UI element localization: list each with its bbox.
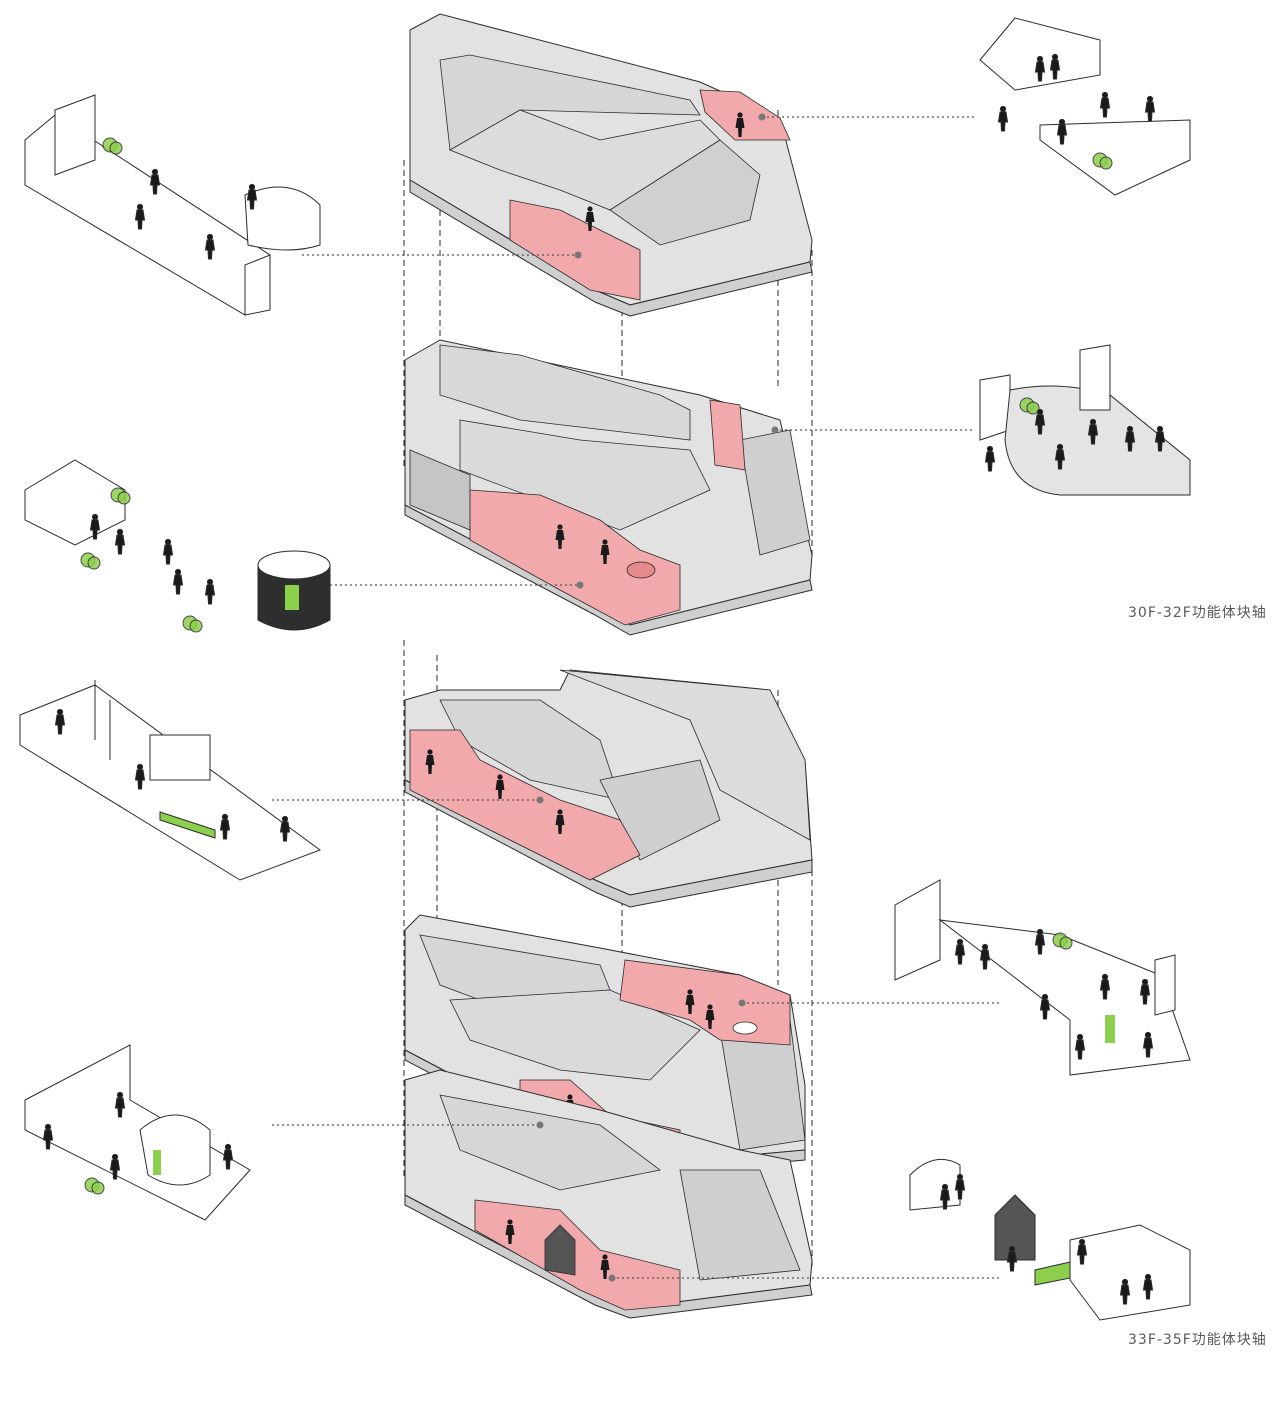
- floor-plate-5: [404, 1069, 813, 1319]
- callout-lines: [272, 116, 1000, 1279]
- floor-plate-1: [409, 13, 813, 317]
- vignette-right-3: [894, 879, 1191, 1076]
- vignette-left-3: [19, 680, 322, 881]
- caption-upper-group: 30F-32F功能体块轴: [1128, 605, 1267, 621]
- caption-lower-group: 33F-35F功能体块轴: [1128, 1332, 1267, 1348]
- vignette-left-4: [24, 1044, 251, 1221]
- vignette-left-1: [24, 94, 321, 316]
- vignette-right-1: [979, 17, 1191, 196]
- vignette-right-4: [909, 1158, 1191, 1321]
- floor-plate-3: [404, 669, 813, 908]
- vignette-right-2: [979, 344, 1191, 496]
- vignette-left-2: [24, 459, 331, 633]
- floor-plate-2: [404, 339, 813, 636]
- callout-anchor-dots: [536, 113, 779, 1282]
